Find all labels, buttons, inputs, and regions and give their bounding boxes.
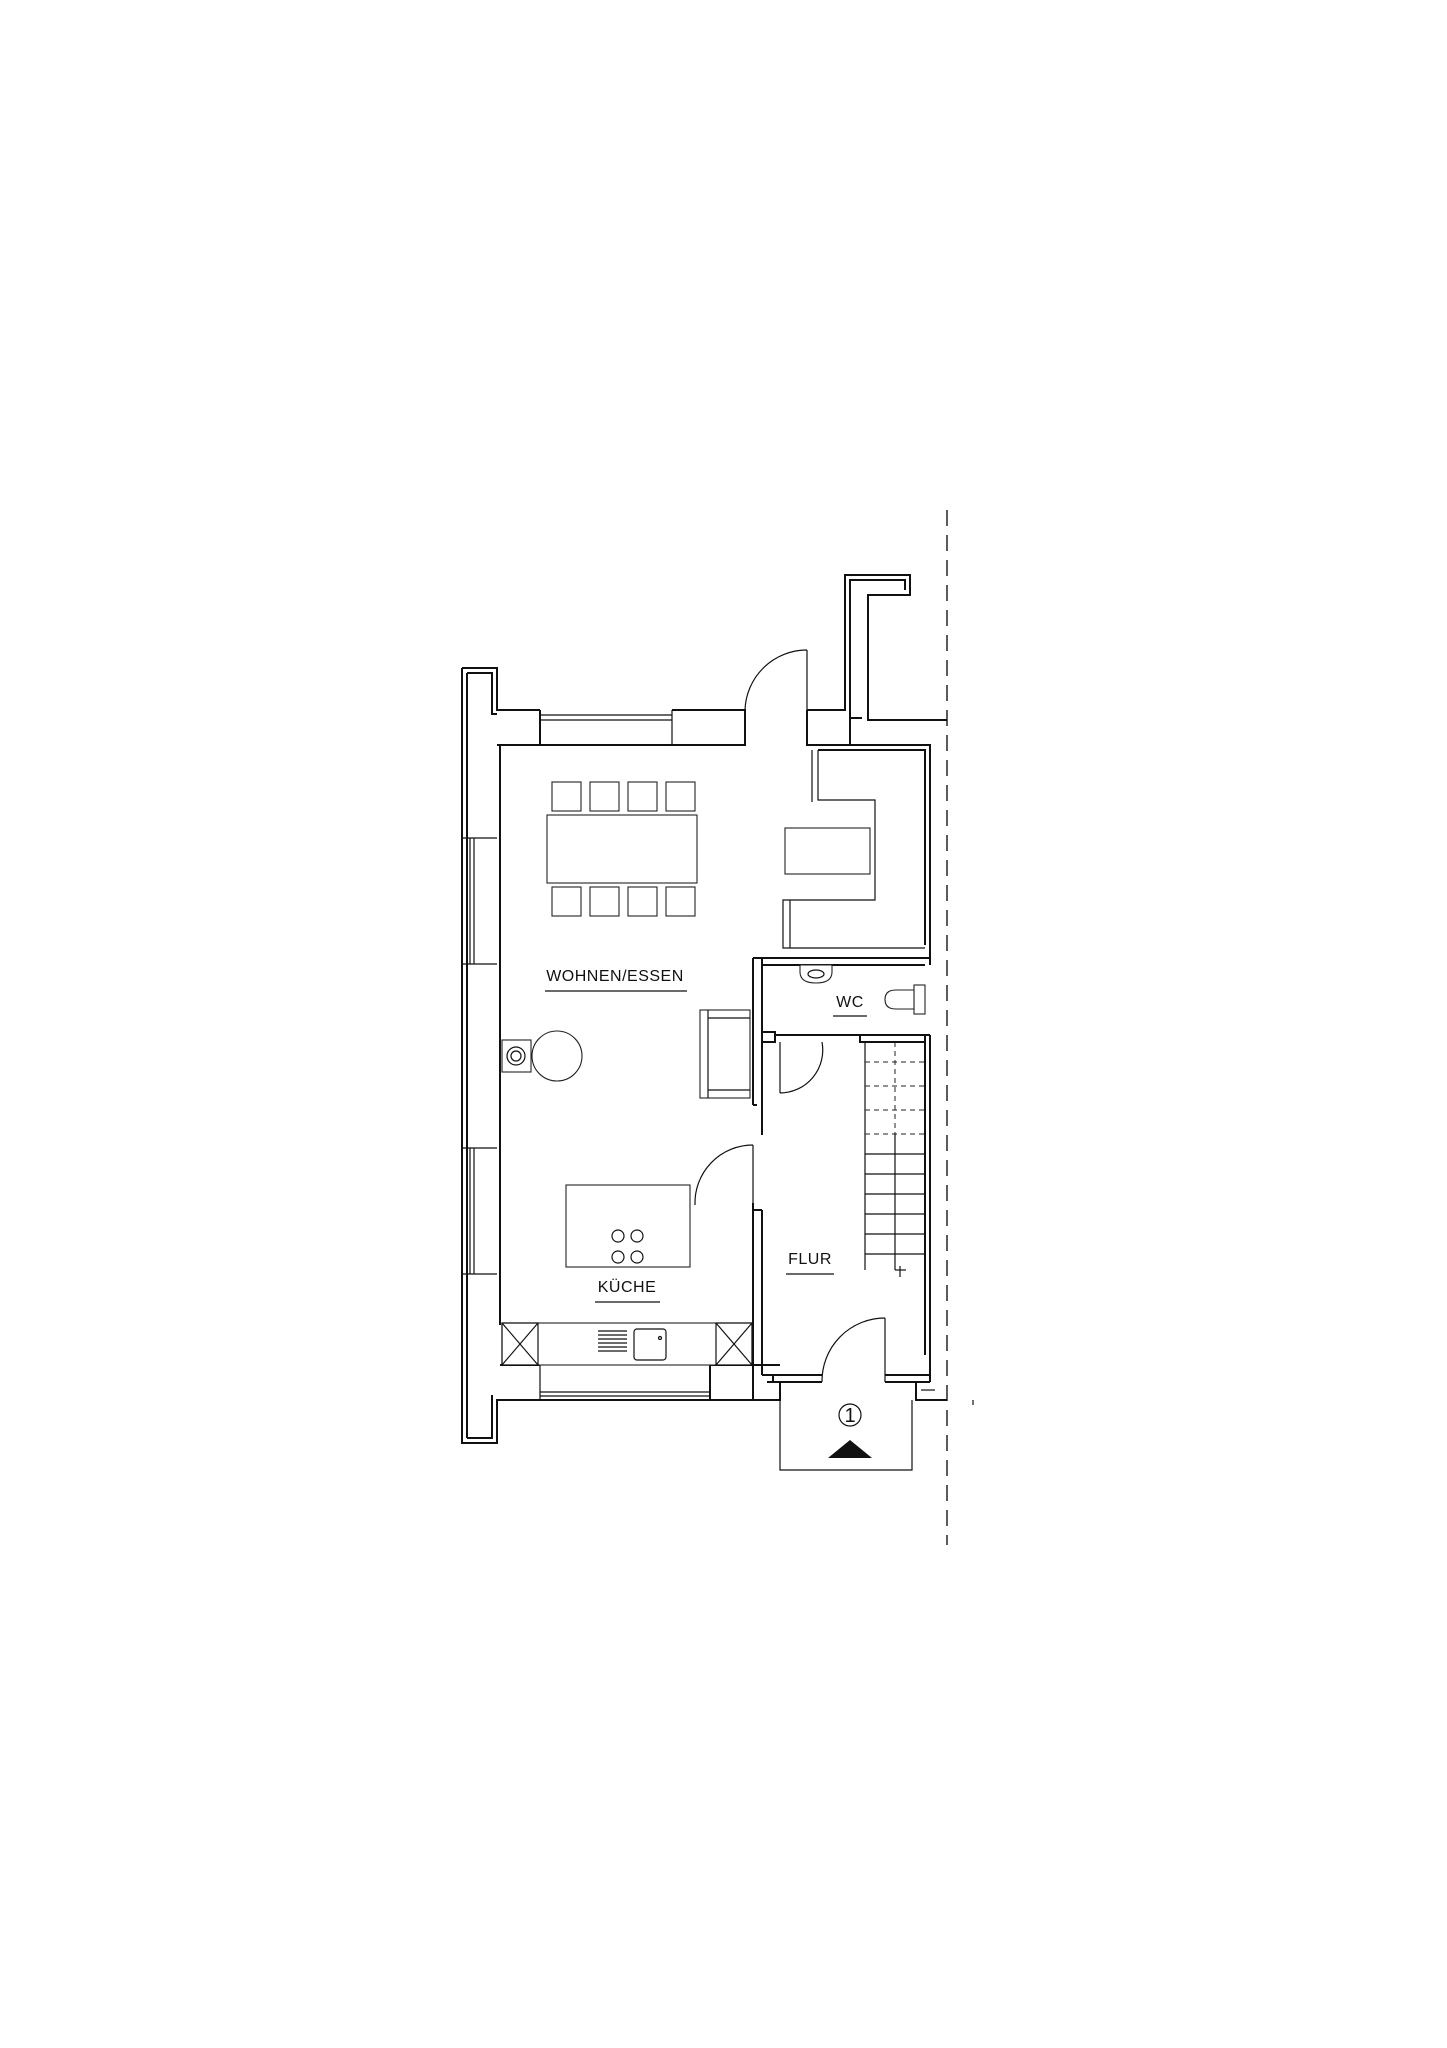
wash-basin bbox=[799, 964, 833, 984]
dining-table bbox=[546, 781, 698, 917]
doors bbox=[694, 1041, 886, 1383]
toilet-bowl bbox=[884, 989, 915, 1010]
entry-arrow-icon bbox=[828, 1440, 872, 1458]
living-niche-furniture bbox=[782, 750, 925, 949]
kitchen-island bbox=[565, 1184, 691, 1268]
wc-fixtures bbox=[799, 964, 926, 1015]
entry-marker-circle bbox=[838, 1403, 862, 1427]
outer-walls bbox=[461, 574, 947, 1444]
entry-number: 1 bbox=[844, 1405, 855, 1427]
stove-and-round-table bbox=[501, 1030, 583, 1082]
room-label-wc: WC bbox=[836, 994, 864, 1011]
staircase bbox=[864, 1042, 926, 1277]
interior-walls bbox=[752, 957, 930, 1400]
kitchen-counter bbox=[501, 1322, 753, 1366]
room-label-flur: FLUR bbox=[788, 1251, 832, 1268]
sofa bbox=[699, 1009, 751, 1099]
toilet-cistern bbox=[913, 984, 926, 1015]
room-label-kueche: KÜCHE bbox=[598, 1278, 657, 1296]
room-label-wohnen-essen: WOHNEN/ESSEN bbox=[546, 968, 684, 985]
entrance-landing: 1 bbox=[779, 1400, 913, 1471]
room-labels: WOHNEN/ESSEN WC KÜCHE FLUR bbox=[545, 968, 867, 1303]
round-table bbox=[531, 1030, 583, 1082]
sink bbox=[633, 1328, 667, 1361]
